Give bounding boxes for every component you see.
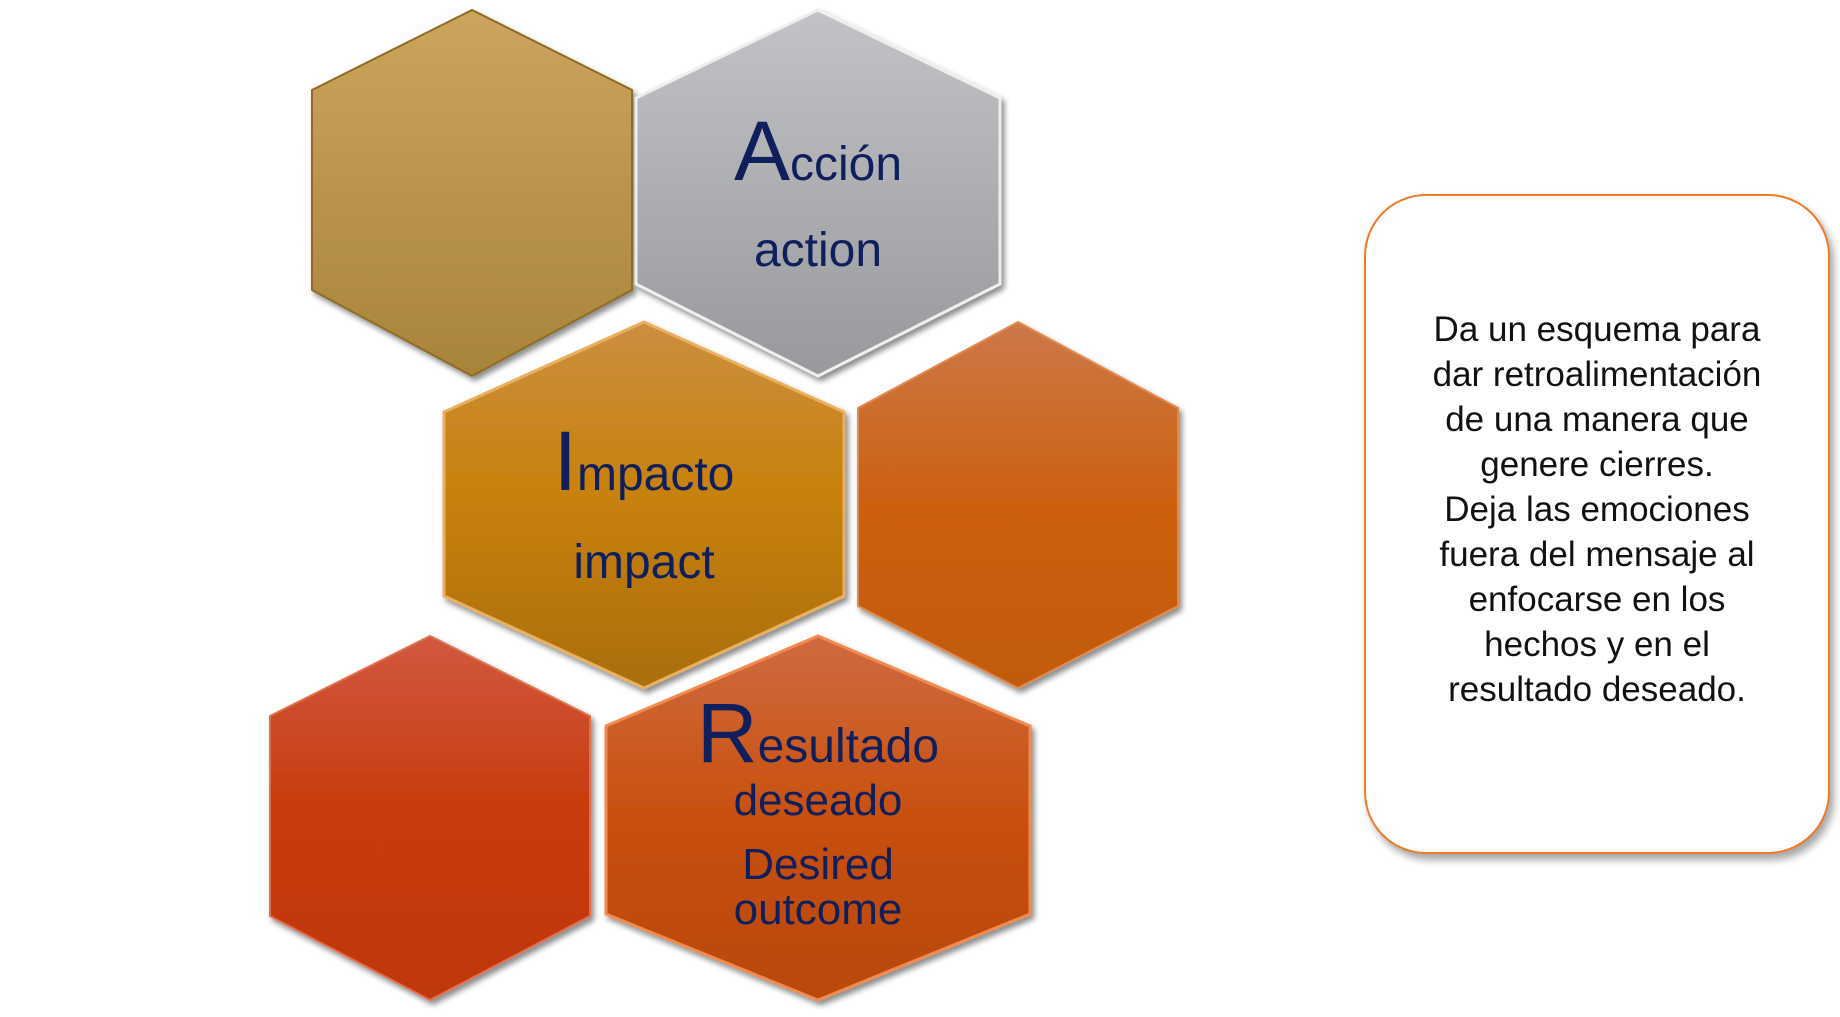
hexagon-gold: [311, 8, 633, 378]
hexagon-red: [269, 634, 591, 1002]
description-text: Da un esquema para dar retroalimentación…: [1392, 307, 1802, 712]
description-box: Da un esquema para dar retroalimentación…: [1364, 194, 1830, 854]
resultado-title: Resultado: [697, 686, 939, 780]
hexagon-orange: [857, 320, 1179, 690]
hexagon-accion: [634, 8, 1002, 378]
resultado-line3: Desired: [742, 840, 894, 889]
impacto-title: Impacto: [554, 414, 735, 508]
description-line: hechos y en el: [1484, 624, 1710, 664]
accion-subtitle: action: [754, 224, 882, 277]
description-line: de una manera que: [1445, 399, 1749, 439]
description-line: genere cierres.: [1480, 444, 1714, 484]
description-line: enfocarse en los: [1468, 579, 1726, 619]
resultado-line4: outcome: [734, 885, 903, 934]
hexagon-resultado: [604, 634, 1032, 1002]
impacto-subtitle: impact: [573, 536, 714, 589]
description-line: fuera del mensaje al: [1439, 534, 1755, 574]
description-line: Deja las emociones: [1444, 489, 1750, 529]
resultado-line2: deseado: [734, 776, 903, 825]
accion-title: Acción: [734, 104, 902, 198]
description-line: dar retroalimentación: [1432, 354, 1762, 394]
hexagon-impacto: [442, 320, 846, 690]
description-line: Da un esquema para: [1433, 309, 1761, 349]
description-line: resultado deseado.: [1448, 669, 1746, 709]
